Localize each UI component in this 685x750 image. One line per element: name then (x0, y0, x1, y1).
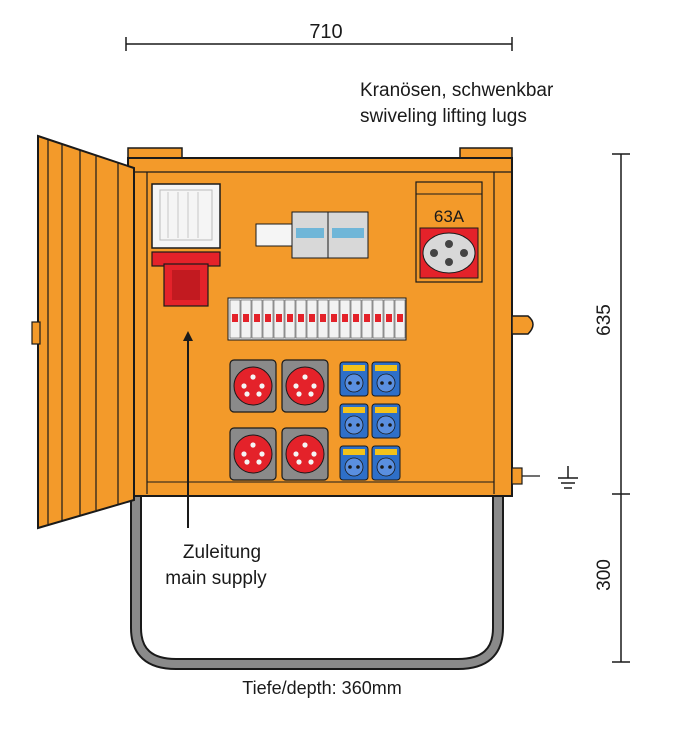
mcb (317, 299, 329, 339)
mcb (251, 299, 263, 339)
main-switch: 63A (415, 181, 483, 283)
mcb (372, 299, 384, 339)
open-door (31, 134, 135, 530)
schuko-socket (371, 403, 401, 439)
mcb (262, 299, 274, 339)
width-label: 710 (309, 21, 342, 43)
schuko-socket-grid (339, 361, 401, 481)
mcb (361, 299, 373, 339)
mcb (273, 299, 285, 339)
schuko-socket (339, 403, 369, 439)
width-dimension: 710 (125, 21, 513, 51)
door-latch (511, 315, 534, 335)
ground-icon (558, 466, 578, 489)
mcb (350, 299, 362, 339)
cee-socket-grid (229, 359, 329, 481)
schuko-socket (339, 361, 369, 397)
mcb (339, 299, 351, 339)
depth-label: Tiefe/depth: 360mm (242, 678, 401, 698)
schuko-socket (339, 445, 369, 481)
mcb (229, 299, 241, 339)
cee-socket (229, 427, 277, 481)
cee-socket (281, 427, 329, 481)
height-frame-label: 300 (594, 559, 615, 591)
mcb (394, 299, 406, 339)
mcb (328, 299, 340, 339)
mcb (284, 299, 296, 339)
supply-label-de: Zuleitung (183, 542, 261, 563)
mcb (295, 299, 307, 339)
cee-socket (229, 359, 277, 413)
schuko-socket (371, 445, 401, 481)
mcb (383, 299, 395, 339)
lifting-lugs-label-de: Kranösen, schwenkbar (360, 80, 554, 101)
rcd-block (255, 211, 369, 259)
mcb (240, 299, 252, 339)
cee-socket (281, 359, 329, 413)
height-cabinet-label: 635 (594, 304, 615, 336)
supply-label-en: main supply (165, 568, 267, 589)
mcb-row (227, 297, 407, 341)
mcb (306, 299, 318, 339)
height-dimension: 635 300 (594, 153, 630, 663)
main-supply-inlet (151, 183, 221, 307)
lifting-lugs-label-en: swiveling lifting lugs (360, 106, 527, 127)
earth-terminal (511, 467, 540, 485)
schuko-socket (371, 361, 401, 397)
main-switch-rating: 63A (434, 207, 465, 226)
